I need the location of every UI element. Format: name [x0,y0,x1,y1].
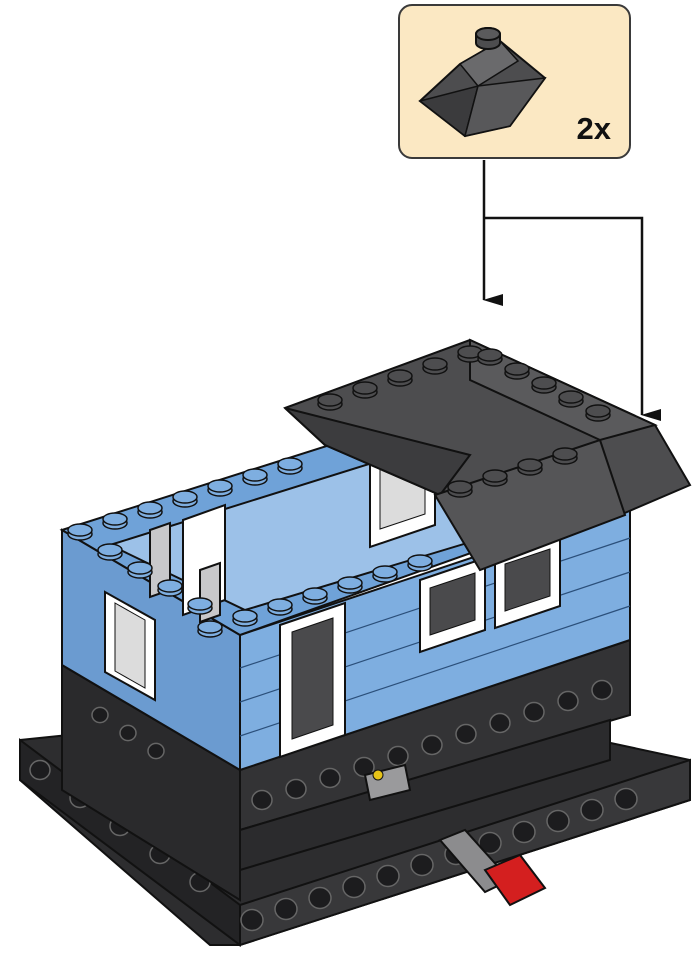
hole [411,855,433,876]
hole [343,877,365,898]
part-quantity: 2x [577,111,611,147]
hole [388,747,408,766]
hole [241,910,263,931]
stud [518,459,542,471]
stud [448,481,472,493]
stud [128,562,152,574]
stud [208,480,232,492]
hole [615,789,637,810]
stud [198,621,222,633]
stud [559,391,583,403]
hole [309,888,331,909]
hole [120,725,136,740]
stud [278,458,302,470]
stud [553,448,577,460]
stud [373,566,397,578]
stud [338,577,362,589]
hole [30,761,50,780]
stud [188,598,212,610]
stud [505,363,529,375]
hole [422,736,442,755]
hole [275,899,297,920]
stud [98,544,122,556]
hole [547,811,569,832]
stud [532,377,556,389]
hole [581,800,603,821]
stud [138,502,162,514]
stud [478,349,502,361]
stud [586,405,610,417]
stud [408,555,432,567]
hole [320,769,340,788]
hole [558,692,578,711]
hole [148,743,164,758]
stud [318,394,342,406]
hole [286,780,306,799]
stud [103,513,127,525]
stud [483,470,507,482]
stud [243,469,267,481]
hole [252,791,272,810]
stud [173,491,197,503]
hole [513,822,535,843]
stud [233,610,257,622]
hole [456,725,476,744]
stud [68,524,92,536]
stud [353,382,377,394]
stud [303,588,327,600]
hole [490,714,510,733]
hole [92,707,108,722]
stud [158,580,182,592]
hole [524,703,544,722]
stud [268,599,292,611]
hole [592,681,612,700]
stud [423,358,447,370]
hole [377,866,399,887]
stud [388,370,412,382]
parts-callout: 2x [398,4,631,159]
